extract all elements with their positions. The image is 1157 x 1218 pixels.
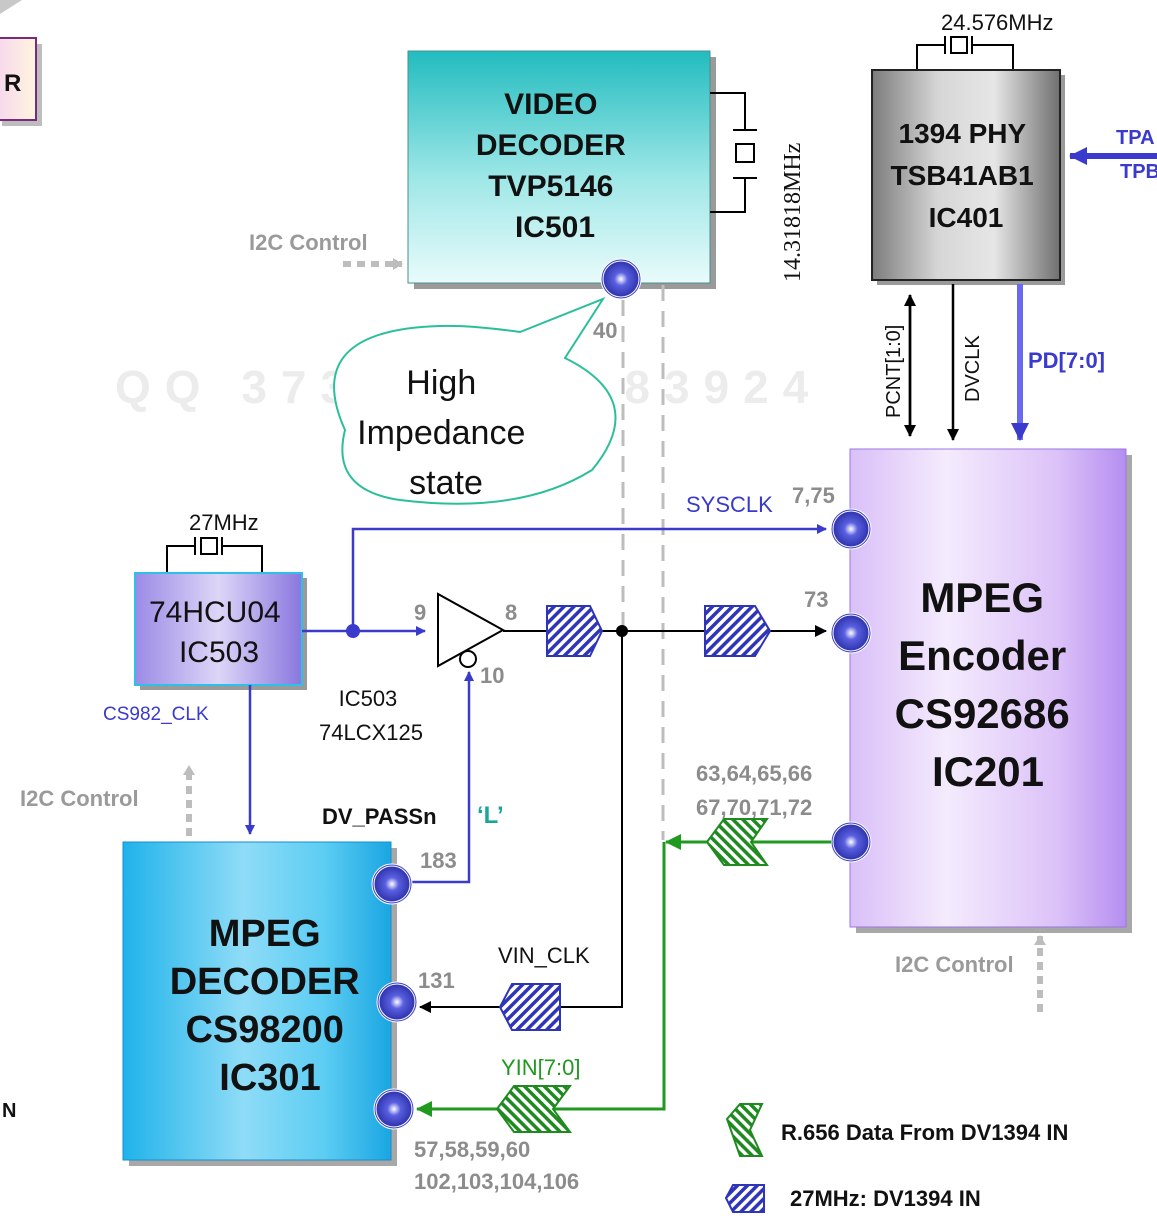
yin-label: YIN[7:0]: [501, 1055, 580, 1080]
clock-wiring: [245, 524, 827, 884]
phy-block: 24.576MHz 1394 PHY TSB41AB1 IC401 TPA TP…: [871, 10, 1157, 285]
ycbcr-data-wiring: [416, 834, 831, 1117]
clock-tag-2: [704, 605, 772, 657]
mpeg-encoder-block: MPEG Encoder CS92686 IC201 7,75 SYSCLK 7…: [686, 448, 1132, 1012]
callout-line1: High: [406, 364, 476, 402]
encoder-line4: IC201: [932, 748, 1044, 795]
decoder-line3: CS98200: [185, 1009, 343, 1051]
legend-green-swatch: [725, 1103, 764, 1157]
buffer-pin-in: 9: [414, 600, 426, 625]
corner-letter: N: [2, 1100, 16, 1122]
pcnt-signal: PCNT[1:0]: [883, 294, 916, 437]
svg-text:74HCU04 IC503: 74HCU04 IC503: [149, 596, 289, 669]
phy-crystal-label: 24.576MHz: [941, 10, 1054, 35]
video-decoder-line3: TVP5146: [488, 170, 613, 203]
encoder-line3: CS92686: [895, 690, 1070, 737]
legend-green-label: R.656 Data From DV1394 IN: [781, 1120, 1068, 1145]
hcu-crystal-label: 27MHz: [189, 510, 259, 535]
pd-label: PD[7:0]: [1028, 348, 1105, 373]
svg-text:High Impedance sta: High Impedance state: [357, 364, 535, 502]
buffer-pin-oe: 10: [480, 663, 504, 688]
hcu-line2: IC503: [179, 636, 259, 669]
phy-line1: 1394 PHY: [899, 118, 1027, 149]
buffer-pin-out: 8: [505, 600, 517, 625]
encoder-pin-sysclk-label: 7,75: [792, 483, 835, 508]
encoder-pin-73-label: 73: [804, 587, 828, 612]
dv-pass-label: DV_PASSn: [322, 804, 437, 829]
decoder-pins-data2: 102,103,104,106: [414, 1169, 579, 1194]
clock-tag-1: [546, 605, 604, 657]
buffer-line2: 74LCX125: [319, 720, 423, 745]
high-impedance-callout: High Impedance state: [333, 296, 617, 505]
hcu-block: 27MHz 74HCU04 IC503 CS982_CLK: [103, 510, 307, 725]
encoder-i2c-label: I2C Control: [895, 952, 1014, 977]
decoder-i2c-label: I2C Control: [20, 786, 139, 811]
hcu-crystal-icon: [166, 537, 263, 572]
tp-label-a: TPA: [1116, 127, 1155, 149]
video-decoder-line2: DECODER: [476, 129, 626, 162]
callout-line3: state: [409, 464, 483, 502]
phy-line2: TSB41AB1: [891, 160, 1034, 191]
legend-blue-label: 27MHz: DV1394 IN: [790, 1186, 981, 1211]
hcu-line1: 74HCU04: [149, 596, 281, 629]
svg-text:MPEG DECODER CS982: MPEG DECODER CS98200 IC301: [170, 913, 371, 1099]
corner-label-box: R: [0, 0, 42, 126]
vin-clk-label: VIN_CLK: [498, 943, 590, 968]
buffer-gate: 9 8 10 IC503 74LCX125: [319, 592, 517, 745]
data-tag-1: [705, 818, 769, 866]
dvclk-signal: DVCLK: [947, 284, 984, 441]
video-crystal-icon: [710, 92, 757, 213]
callout-line2: Impedance: [357, 414, 525, 452]
video-crystal-label: 14.31818MHz: [780, 143, 806, 282]
svg-text:IC503 74LCX125: IC503 74LCX125: [319, 686, 423, 745]
encoder-pins-data1: 63,64,65,66: [696, 761, 812, 786]
decoder-pin-183-label: 183: [420, 848, 457, 873]
decoder-pins-data1: 57,58,59,60: [414, 1137, 530, 1162]
decoder-line1: MPEG: [209, 913, 321, 955]
decoder-line4: IC301: [219, 1057, 320, 1099]
cs982-clk-label: CS982_CLK: [103, 704, 209, 725]
decoder-pin-131-label: 131: [418, 968, 455, 993]
dv-pass-level: ‘L’: [477, 802, 504, 829]
decoder-line2: DECODER: [170, 961, 360, 1003]
svg-text:VIDEO DECODER TVP5: VIDEO DECODER TVP5146 IC501: [476, 88, 634, 244]
encoder-line2: Encoder: [898, 632, 1066, 679]
clock-tag-3: [498, 983, 561, 1031]
video-decoder-line4: IC501: [515, 211, 595, 244]
mpeg-decoder-block: MPEG DECODER CS98200 IC301 183 131 57,58…: [20, 765, 590, 1194]
legend-blue-swatch: [724, 1184, 765, 1213]
encoder-line1: MPEG: [920, 574, 1044, 621]
video-i2c-label: I2C Control: [249, 230, 368, 255]
pd-signal: PD[7:0]: [1011, 284, 1105, 441]
data-tag-2: [495, 1085, 572, 1133]
video-pin-40-label: 40: [593, 318, 617, 343]
encoder-pins-data2: 67,70,71,72: [696, 795, 812, 820]
pcnt-label: PCNT[1:0]: [883, 325, 905, 418]
svg-text:MPEG Encoder CS926: MPEG Encoder CS92686 IC201: [895, 574, 1082, 795]
video-decoder-block: VIDEO DECODER TVP5146 IC501 14.31818MHz …: [249, 50, 806, 343]
sysclk-label: SYSCLK: [686, 492, 773, 517]
phy-crystal-icon: [916, 36, 1014, 70]
legend: R.656 Data From DV1394 IN 27MHz: DV1394 …: [724, 1103, 1068, 1213]
tp-label-b: TPB: [1120, 161, 1157, 183]
corner-label: R: [4, 70, 21, 97]
svg-text:1394 PHY TSB41AB1: 1394 PHY TSB41AB1 IC401: [891, 118, 1042, 233]
phy-line3: IC401: [929, 202, 1004, 233]
buffer-line1: IC503: [339, 686, 398, 711]
video-decoder-line1: VIDEO: [504, 88, 597, 121]
dvclk-label: DVCLK: [962, 335, 984, 402]
